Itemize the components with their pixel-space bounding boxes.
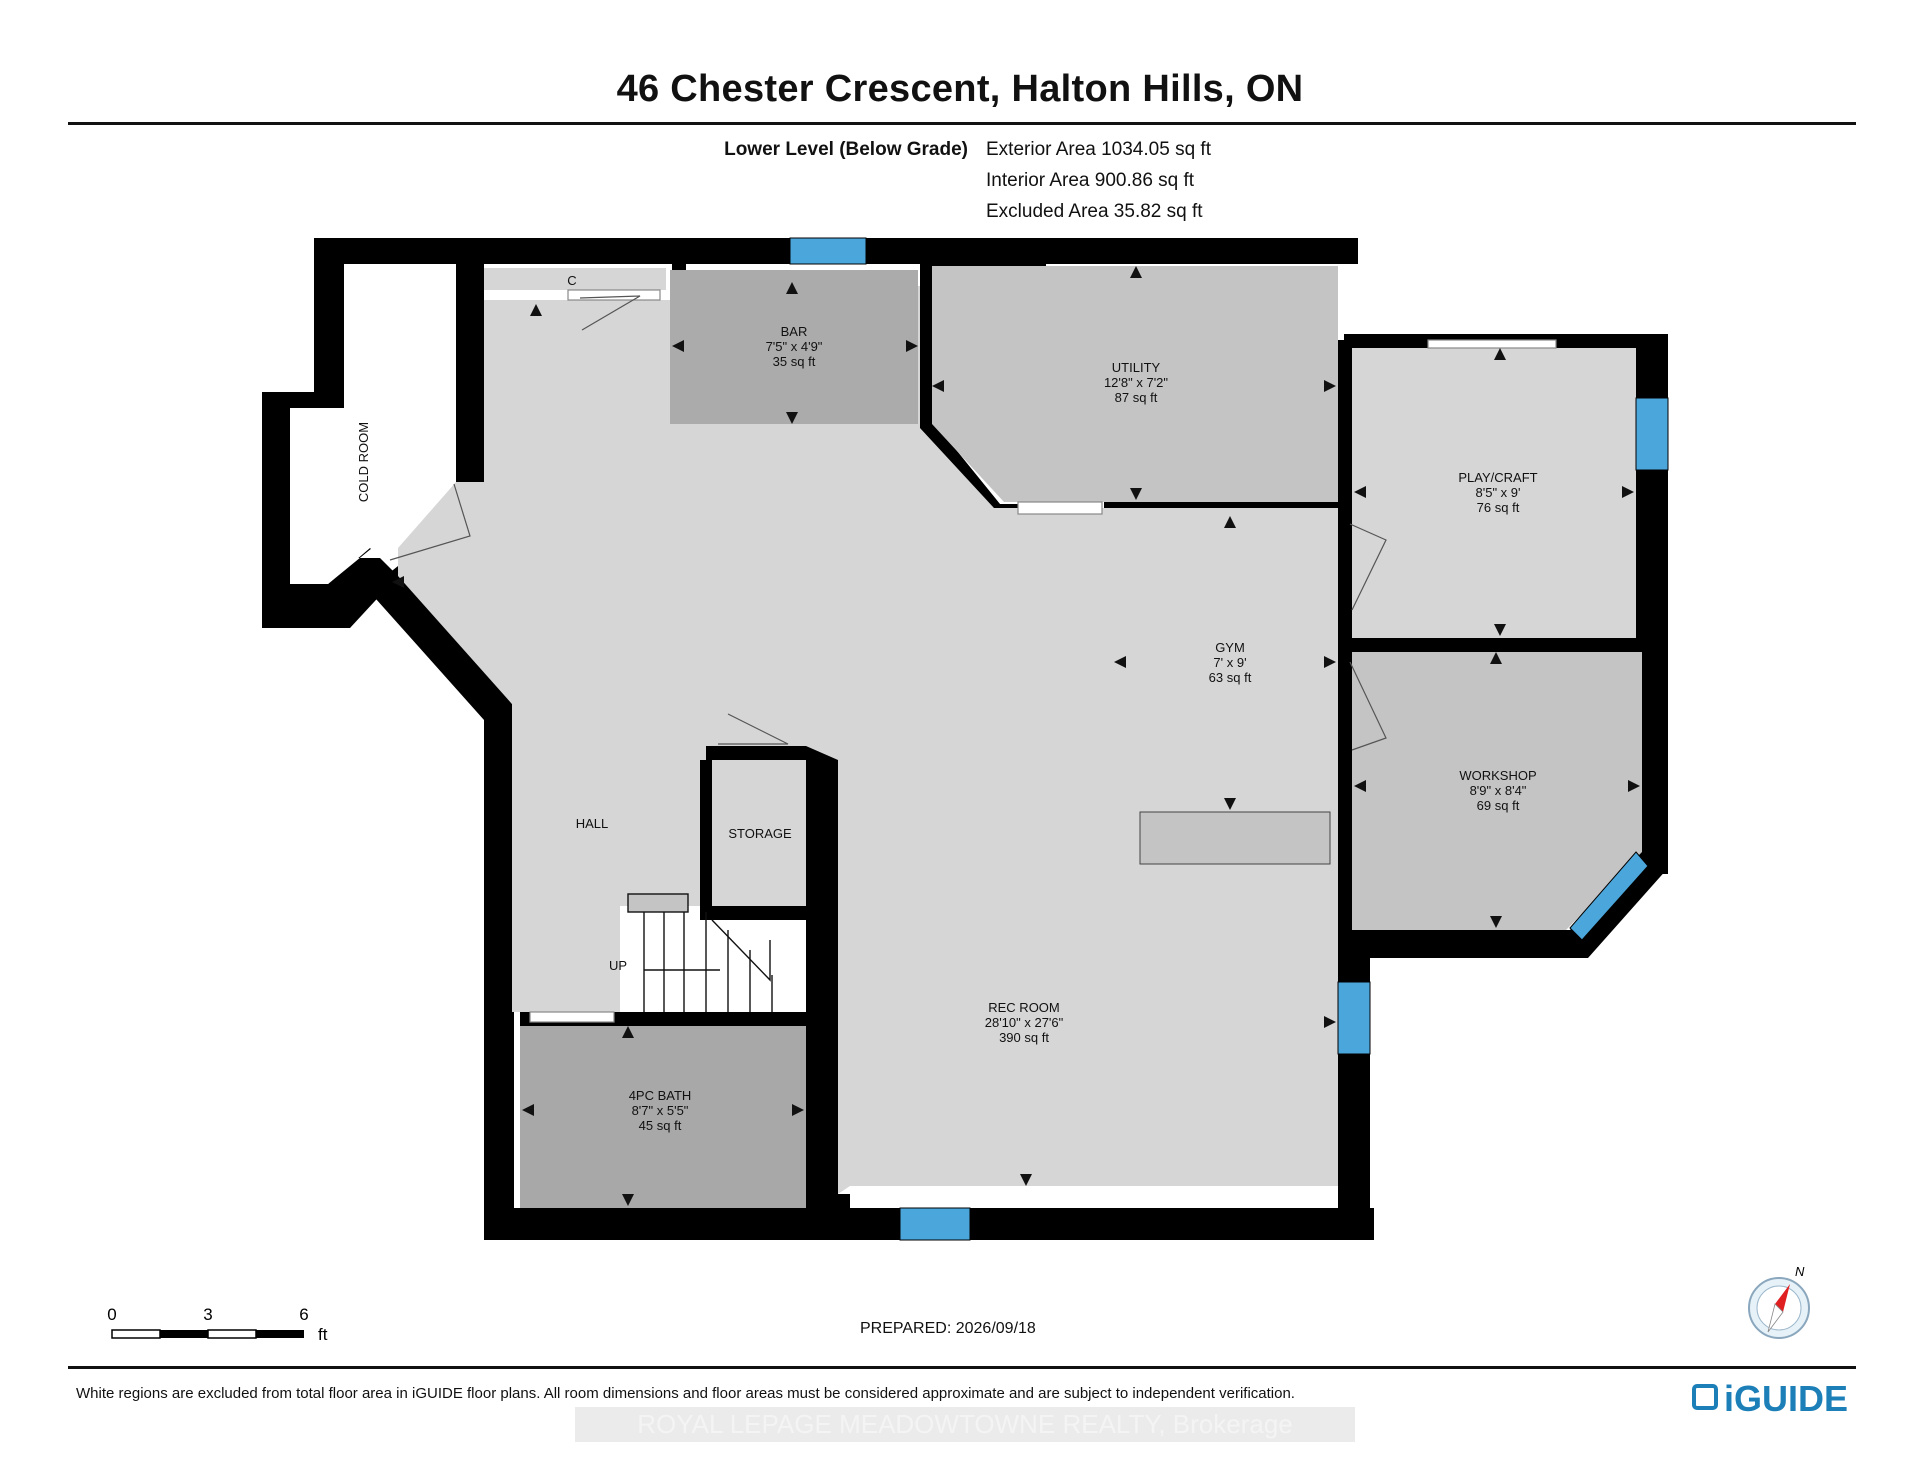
scale-tick-0: 0 bbox=[107, 1305, 116, 1324]
iguide-logo: iGUIDE bbox=[1692, 1378, 1852, 1422]
dimension-arrows bbox=[392, 266, 1640, 1206]
rec-room-area: 390 sq ft bbox=[999, 1030, 1049, 1045]
brokerage-watermark: ROYAL LEPAGE MEADOWTOWNE REALTY, Brokera… bbox=[575, 1407, 1355, 1442]
utility-floor bbox=[932, 266, 1338, 502]
disclaimer-note: White regions are excluded from total fl… bbox=[76, 1385, 1295, 1402]
footer-rule bbox=[68, 1366, 1856, 1369]
stairs-up-label: UP bbox=[609, 958, 627, 973]
workshop-floor bbox=[1352, 652, 1642, 930]
bath-floor bbox=[520, 1026, 806, 1208]
floors bbox=[290, 264, 1642, 1208]
compass-north-label: N bbox=[1795, 1264, 1805, 1279]
level-label: Lower Level (Below Grade) bbox=[724, 139, 968, 160]
header-rule bbox=[68, 122, 1856, 125]
utility-area: 87 sq ft bbox=[1115, 390, 1158, 405]
closet-floor bbox=[484, 268, 666, 290]
rec-room-dims: 28'10" x 27'6" bbox=[985, 1015, 1064, 1030]
hall-name: HALL bbox=[576, 816, 609, 831]
rec-room-name: REC ROOM bbox=[988, 1000, 1060, 1015]
gym-area: 63 sq ft bbox=[1209, 670, 1252, 685]
iguide-logo-icon bbox=[1692, 1384, 1718, 1410]
cold-room-floor bbox=[290, 264, 456, 584]
storage-floor bbox=[712, 760, 806, 906]
closet-label: C bbox=[567, 273, 576, 288]
play-craft-area: 76 sq ft bbox=[1477, 500, 1520, 515]
scale-tick-6: 6 bbox=[299, 1305, 308, 1324]
doors bbox=[389, 289, 1557, 1023]
scale-unit: ft bbox=[318, 1325, 328, 1344]
bar-area: 35 sq ft bbox=[773, 354, 816, 369]
utility-name: UTILITY bbox=[1112, 360, 1161, 375]
bar-name: BAR bbox=[781, 324, 808, 339]
bar-floor bbox=[670, 270, 918, 424]
area-lines: Exterior Area 1034.05 sq ft Interior Are… bbox=[986, 134, 1211, 227]
play-craft-name: PLAY/CRAFT bbox=[1458, 470, 1537, 485]
bar-dims: 7'5" x 4'9" bbox=[766, 339, 823, 354]
scale-tick-3: 3 bbox=[203, 1305, 212, 1324]
exterior-area: Exterior Area 1034.05 sq ft bbox=[986, 139, 1211, 160]
iguide-logo-text: iGUIDE bbox=[1724, 1378, 1849, 1419]
utility-dims: 12'8" x 7'2" bbox=[1104, 375, 1168, 390]
scale-bar: 0 3 6 ft bbox=[107, 1305, 328, 1344]
workshop-dims: 8'9" x 8'4" bbox=[1470, 783, 1527, 798]
gym-dims: 7' x 9' bbox=[1213, 655, 1246, 670]
windows bbox=[789, 237, 1669, 1241]
page-title: 46 Chester Crescent, Halton Hills, ON bbox=[616, 68, 1304, 110]
play-craft-dims: 8'5" x 9' bbox=[1476, 485, 1521, 500]
main-floor bbox=[398, 286, 1338, 1194]
stairs bbox=[627, 893, 773, 1012]
workshop-name: WORKSHOP bbox=[1459, 768, 1536, 783]
room-labels: C BAR 7'5" x 4'9" 35 sq ft UTILITY 12'8"… bbox=[356, 273, 1538, 1133]
excluded-area: Excluded Area 35.82 sq ft bbox=[986, 201, 1203, 222]
compass-icon: N bbox=[1748, 1264, 1810, 1339]
bath-name: 4PC BATH bbox=[629, 1088, 692, 1103]
interior-area: Interior Area 900.86 sq ft bbox=[986, 170, 1195, 191]
gym-name: GYM bbox=[1215, 640, 1245, 655]
prepared-date: PREPARED: 2026/09/18 bbox=[860, 1320, 1036, 1337]
counter bbox=[1139, 811, 1331, 865]
cold-room-name: COLD ROOM bbox=[356, 422, 371, 502]
storage-name: STORAGE bbox=[728, 826, 792, 841]
bath-area: 45 sq ft bbox=[639, 1118, 682, 1133]
play-craft-floor bbox=[1352, 348, 1636, 638]
bath-dims: 8'7" x 5'5" bbox=[632, 1103, 689, 1118]
workshop-area: 69 sq ft bbox=[1477, 798, 1520, 813]
